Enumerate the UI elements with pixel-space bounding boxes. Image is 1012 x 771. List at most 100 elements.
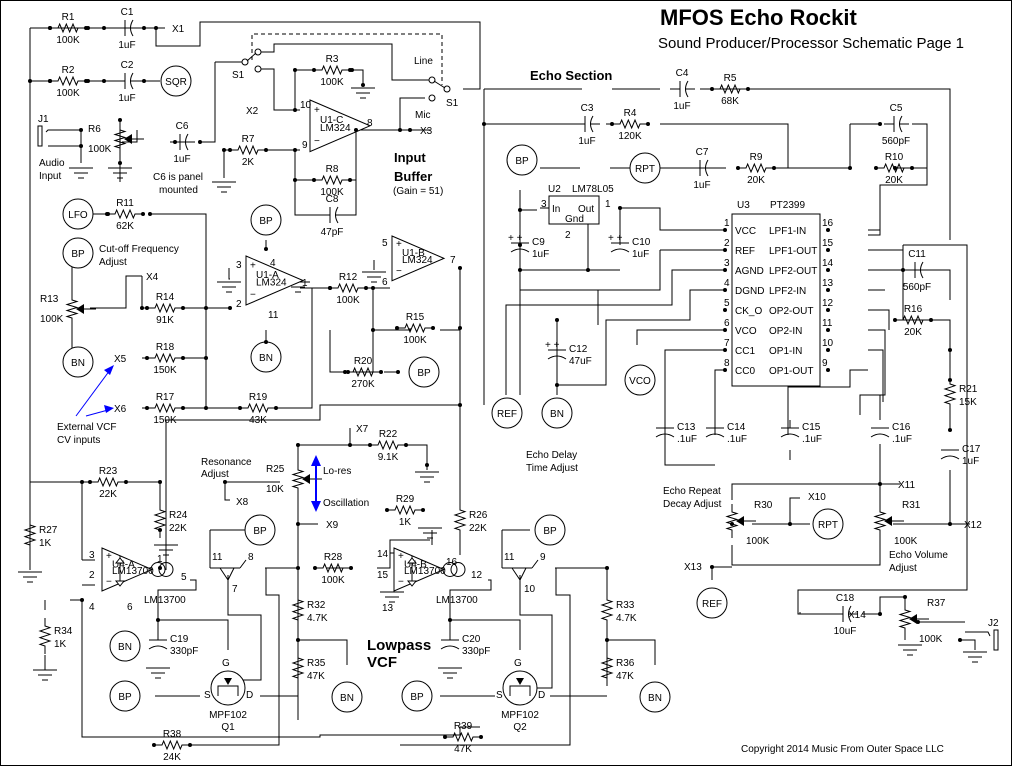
net-name: BN	[340, 693, 354, 704]
gate-arrow-icon	[516, 678, 524, 685]
capacitor-value: 1uF	[532, 249, 549, 260]
junction-dot	[148, 212, 152, 216]
pin-name: OP2-IN	[769, 326, 802, 337]
net-bp-label: BP	[401, 680, 433, 712]
pin-name: Gnd	[565, 214, 584, 225]
resistor-value: 100K	[56, 35, 80, 46]
resistor-ref: R23	[99, 466, 118, 477]
junction-dot	[48, 26, 52, 30]
resistor-ref: R12	[339, 272, 358, 283]
junction-dot	[86, 79, 90, 83]
pot-value: 100K	[88, 144, 112, 155]
resistor-value: 100K	[321, 575, 345, 586]
resistor-value: 47K	[616, 671, 634, 682]
minus-sign-icon: −	[398, 577, 404, 588]
cv-arrow-x5	[75, 369, 111, 417]
capacitor-ref: C11	[908, 249, 926, 260]
net-vco-label: VCO	[624, 364, 656, 396]
resistor-ref: R35	[307, 658, 326, 669]
switch-contact-icon	[254, 48, 262, 56]
pin-number: 7	[232, 584, 238, 595]
resistor-ref: R4	[624, 108, 637, 119]
net-name: REF	[497, 409, 517, 420]
port-x4: X4	[146, 272, 159, 283]
regulator-ref: U2	[548, 184, 561, 195]
resistor-ref: R14	[156, 292, 175, 303]
resistor-value: 4.7K	[307, 613, 328, 624]
jack-j1[interactable]: J1	[37, 114, 81, 147]
resistor-ref: R28	[324, 552, 343, 563]
junction-dot	[730, 522, 734, 526]
pin-number: 11	[504, 552, 515, 563]
net-bp-label: BP	[506, 144, 538, 176]
pin-number: 5	[724, 298, 730, 309]
pin-number: 6	[127, 602, 133, 613]
pin-number: 14	[377, 549, 389, 560]
polarity-plus-icon: + +	[608, 233, 623, 244]
opamp-part: LM324	[402, 255, 433, 266]
junction-dot	[118, 161, 122, 165]
pot-value: 10K	[266, 484, 284, 495]
net-bp-label: BP	[250, 204, 282, 236]
pin-number: 10	[822, 338, 834, 349]
junction-dot	[586, 268, 590, 272]
jack-j2[interactable]: J2	[965, 618, 999, 651]
ground-icon	[18, 571, 42, 583]
switch-mic-label: Mic	[415, 110, 431, 121]
net-name: BP	[543, 526, 557, 537]
resistor-ref: R20	[354, 356, 373, 367]
junction-dot	[293, 178, 297, 182]
resistor-value: 100K	[56, 88, 80, 99]
c6-note-1: C6 is panel	[153, 172, 203, 183]
capacitor-value: 1uF	[118, 93, 135, 104]
jack-ref: J2	[988, 618, 999, 629]
resistor-value: 43K	[249, 415, 267, 426]
net-name: BP	[410, 692, 424, 703]
pin-name: VCC	[735, 226, 756, 237]
resistor-value: 100K	[336, 295, 360, 306]
junction-dot	[296, 566, 300, 570]
junction-dots	[28, 26, 962, 642]
pin-name: LPF2-OUT	[769, 266, 817, 277]
pin-name: CC0	[735, 366, 755, 377]
oscillation-label: Oscillation	[323, 498, 369, 509]
resonance-note-1: Resonance	[201, 457, 252, 468]
net-name: SQR	[165, 77, 187, 88]
resistor-ref: R1	[62, 12, 75, 23]
pin-name: LPF1-IN	[769, 226, 806, 237]
net-rpt-label: RPT	[629, 152, 661, 184]
switch-contact-icon	[254, 65, 262, 73]
junction-dot	[86, 26, 90, 30]
minus-sign-icon: −	[396, 266, 402, 277]
echo-delay-note-1: Echo Delay	[526, 450, 577, 461]
junction-dot	[482, 122, 486, 126]
junction-dot	[605, 566, 609, 570]
switch-ref: S1	[446, 98, 459, 109]
resistor-value: 20K	[885, 175, 903, 186]
junction-dot	[710, 565, 714, 569]
switch-contact-icon	[241, 58, 249, 66]
net-name: BN	[71, 358, 85, 369]
pin-number: 16	[822, 218, 834, 229]
ground-icon	[146, 667, 170, 679]
junction-dot	[408, 128, 412, 132]
arrowhead-icon	[104, 405, 114, 413]
pin-number: 11	[822, 318, 833, 329]
resistor-value: 4.7K	[616, 613, 637, 624]
junction-dot	[118, 118, 122, 122]
